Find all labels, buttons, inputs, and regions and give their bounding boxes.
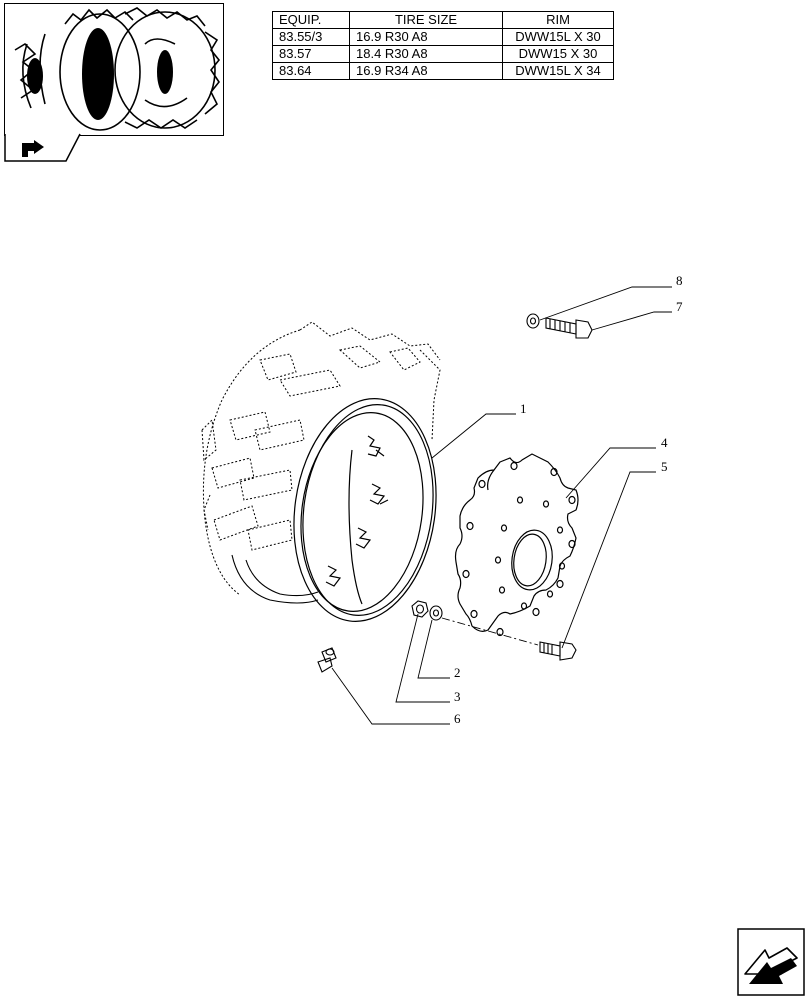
valve-part-6 <box>317 647 337 673</box>
bolt-part-7 <box>545 317 593 339</box>
column-header-rim: RIM <box>502 11 614 29</box>
equip-cell: 83.57 <box>272 45 350 63</box>
rim-cell: DWW15L X 30 <box>502 28 614 46</box>
equip-cell: 83.64 <box>272 62 350 80</box>
callout-2: 2 <box>454 665 461 680</box>
table-row: 83.57 18.4 R30 A8 DWW15 X 30 <box>272 45 614 63</box>
tire-thumbnail-icon <box>14 7 221 131</box>
washer-part-2 <box>429 605 443 621</box>
rim-cell: DWW15 X 30 <box>502 45 614 63</box>
callout-3: 3 <box>454 689 461 704</box>
callout-1: 1 <box>520 401 527 416</box>
tire-size-cell: 16.9 R30 A8 <box>349 28 503 46</box>
wheel-disc-part-4 <box>454 453 579 637</box>
callout-4: 4 <box>661 435 668 450</box>
nut-part-3 <box>411 600 429 618</box>
callout-5: 5 <box>661 459 668 474</box>
rim-part-1 <box>293 398 437 622</box>
callout-7: 7 <box>676 299 683 314</box>
column-header-tire-size: TIRE SIZE <box>349 11 503 29</box>
table-header-row: EQUIP. TIRE SIZE RIM <box>272 11 614 29</box>
previous-page-arrow-icon <box>22 140 44 157</box>
tire-size-cell: 18.4 R30 A8 <box>349 45 503 63</box>
equip-cell: 83.55/3 <box>272 28 350 46</box>
tire-outline <box>201 321 441 596</box>
table-row: 83.64 16.9 R34 A8 DWW15L X 34 <box>272 62 614 80</box>
table-row: 83.55/3 16.9 R30 A8 DWW15L X 30 <box>272 28 614 46</box>
bolt-part-5 <box>539 641 577 661</box>
rim-cell: DWW15L X 34 <box>502 62 614 80</box>
leader-lines <box>331 286 672 725</box>
next-page-arrow-icon <box>737 928 805 996</box>
tire-thumbnail <box>4 3 224 136</box>
tire-sidewall <box>231 554 319 604</box>
washer-part-8 <box>526 313 540 329</box>
callout-8: 8 <box>676 273 683 288</box>
previous-page-button[interactable] <box>4 137 78 161</box>
column-header-equip: EQUIP. <box>272 11 350 29</box>
callout-6: 6 <box>454 711 461 726</box>
tire-spec-table: EQUIP. TIRE SIZE RIM 83.55/3 16.9 R30 A8… <box>272 11 614 80</box>
bolt-axis-line <box>441 617 539 646</box>
tire-size-cell: 16.9 R34 A8 <box>349 62 503 80</box>
next-page-button[interactable] <box>737 928 805 996</box>
